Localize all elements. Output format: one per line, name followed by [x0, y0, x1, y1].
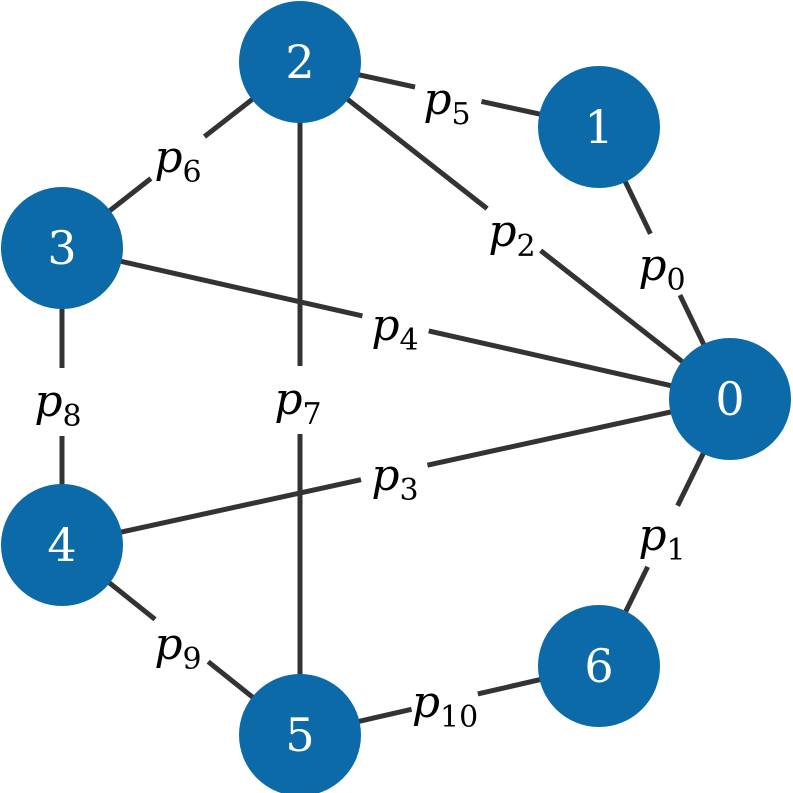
- node-circle: [239, 1, 361, 123]
- edge-label-symbol: p: [371, 450, 399, 501]
- node-circle: [669, 338, 791, 460]
- node-circle: [538, 605, 660, 727]
- edge-label-symbol: p: [34, 376, 62, 427]
- edge-label-symbol: p: [154, 132, 182, 183]
- edge-label-p9: p9: [154, 619, 201, 677]
- edge-label-symbol: p: [488, 206, 516, 257]
- node-2: 2: [239, 1, 361, 123]
- edge-label-subscript: 0: [667, 263, 686, 298]
- edge-label-symbol: p: [423, 74, 451, 125]
- node-3: 3: [1, 187, 123, 309]
- node-4: 4: [1, 484, 123, 606]
- edge-label-p3: p3: [371, 450, 418, 508]
- node-label: 3: [47, 221, 76, 275]
- edge-label-p6: p6: [154, 132, 201, 190]
- edge-label-symbol: p: [371, 300, 399, 351]
- node-1: 1: [538, 66, 660, 188]
- edge-label-subscript: 9: [183, 642, 202, 677]
- edge-label-symbol: p: [154, 619, 182, 670]
- node-label: 5: [285, 708, 314, 762]
- node-label: 0: [715, 372, 744, 426]
- edge-label-subscript: 2: [517, 229, 536, 264]
- edge-label-subscript: 5: [452, 97, 471, 132]
- edge-label-symbol: p: [412, 677, 440, 728]
- node-circle: [239, 674, 361, 793]
- node-label: 4: [47, 518, 76, 572]
- edge-label-p8: p8: [34, 376, 81, 434]
- edge-label-p5: p5: [423, 74, 470, 132]
- edge-label-subscript: 6: [183, 155, 202, 190]
- edge-label-p1: p1: [638, 510, 685, 568]
- edge-label-p0: p0: [638, 240, 685, 298]
- node-6: 6: [538, 605, 660, 727]
- edge-label-subscript: 4: [400, 323, 419, 358]
- edge-label-subscript: 7: [303, 397, 322, 432]
- node-circle: [538, 66, 660, 188]
- edge-label-subscript: 8: [63, 399, 82, 434]
- edge-label-symbol: p: [274, 374, 302, 425]
- edge-label-subscript: 3: [400, 473, 419, 508]
- node-label: 1: [584, 100, 613, 154]
- edge-label-p7: p7: [274, 374, 321, 432]
- node-label: 6: [584, 639, 613, 693]
- edge-label-subscript: 10: [440, 700, 478, 735]
- node-5: 5: [239, 674, 361, 793]
- edge-label-p2: p2: [488, 206, 535, 264]
- node-label: 2: [285, 35, 314, 89]
- node-circle: [1, 484, 123, 606]
- edge-label-p10: p10: [412, 677, 478, 735]
- edge-label-p4: p4: [371, 300, 418, 358]
- edge-label-symbol: p: [638, 510, 666, 561]
- node-circle: [1, 187, 123, 309]
- edge-label-subscript: 1: [667, 533, 686, 568]
- edge-label-symbol: p: [638, 240, 666, 291]
- node-0: 0: [669, 338, 791, 460]
